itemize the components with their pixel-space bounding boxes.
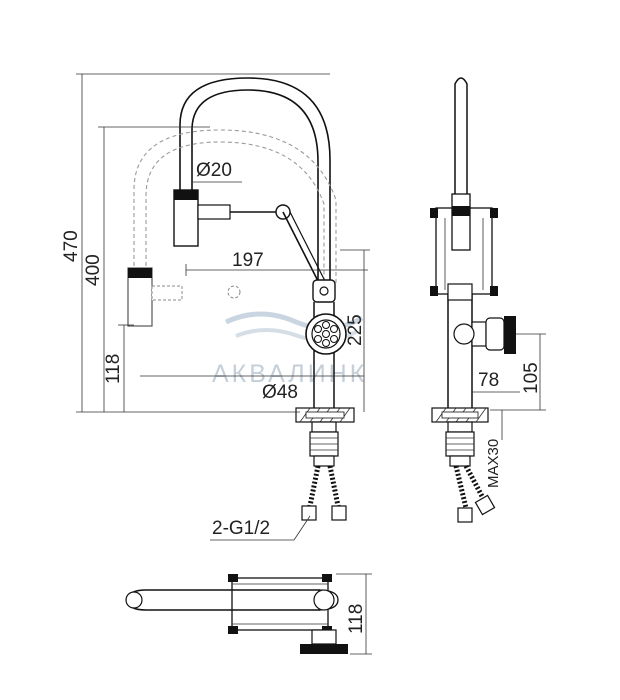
- dim-total-height: 470: [61, 230, 82, 262]
- dim-base-height: 118: [103, 354, 124, 384]
- dim-max-thickness: MAX30: [485, 439, 502, 488]
- dim-top-width: 118: [346, 604, 367, 634]
- front-spout-outer: [179, 77, 331, 285]
- dim-body-height: 225: [345, 314, 366, 346]
- front-handle-rosette: [305, 313, 347, 355]
- dim-base-diameter: Ø48: [262, 382, 298, 403]
- front-spout-inner: [191, 89, 319, 285]
- side-view: 78 105 MAX30: [430, 77, 546, 523]
- front-view: 470 400 118 Ø20 197 225 Ø48 2-G1/2: [61, 73, 370, 541]
- side-handle: [453, 316, 516, 354]
- front-spout-head-band: [174, 190, 198, 200]
- dim-folded-height: 400: [83, 254, 104, 286]
- front-countertop: [295, 407, 355, 423]
- dim-spout-diameter: Ø20: [196, 160, 232, 181]
- dim-handle-offset: 78: [478, 370, 499, 391]
- watermark-text: АКВАЛИНК: [212, 360, 367, 388]
- dim-connection: 2-G1/2: [212, 518, 270, 539]
- top-holder-frame: [231, 577, 329, 631]
- dim-reach: 197: [232, 250, 264, 271]
- top-view: 118: [125, 573, 372, 655]
- side-countertop: [431, 407, 489, 423]
- top-spout: [127, 589, 320, 611]
- top-handle: [300, 644, 348, 654]
- side-spout: [454, 77, 468, 194]
- front-hoses: [301, 465, 347, 521]
- side-hoses: [453, 464, 496, 523]
- dim-handle-height: 105: [521, 362, 542, 394]
- front-spout-ghost-inner: [145, 141, 325, 285]
